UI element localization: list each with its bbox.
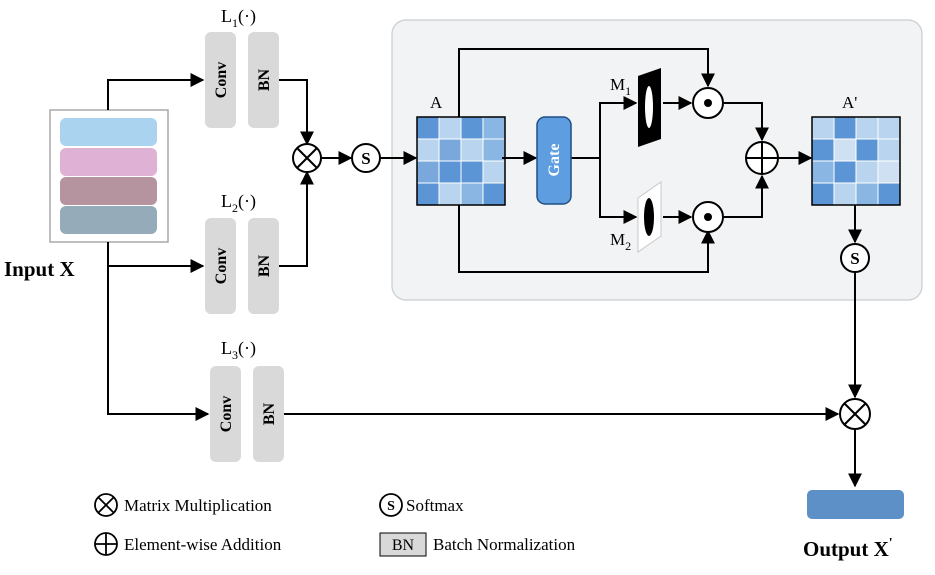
matrix-cell bbox=[811, 160, 835, 184]
matrix-cell bbox=[416, 182, 440, 206]
svg-text:Conv: Conv bbox=[218, 396, 235, 432]
matrix-cell bbox=[833, 138, 857, 162]
branch-1-bn-block: BN bbox=[248, 32, 279, 128]
matrix-border bbox=[416, 116, 506, 206]
matrix-cell bbox=[855, 182, 879, 206]
gate-block: Gate bbox=[536, 116, 572, 205]
legend-multiply-icon bbox=[94, 493, 118, 517]
elementwise-product-operator-bottom bbox=[692, 201, 724, 233]
branch-2-conv-block: Conv bbox=[205, 218, 236, 314]
module-connections bbox=[458, 48, 862, 488]
matrix-cell bbox=[416, 138, 440, 162]
matrix-cell bbox=[855, 160, 879, 184]
matrix-cell bbox=[482, 160, 506, 184]
output-tensor bbox=[807, 490, 904, 519]
input-tensor bbox=[49, 109, 169, 243]
input-connections bbox=[107, 73, 210, 421]
branch-1-label: L1(·) bbox=[221, 6, 256, 30]
matrix-cell bbox=[877, 182, 901, 206]
final-matrix-multiply-operator bbox=[839, 398, 871, 430]
matrix-cell bbox=[855, 138, 879, 162]
matrix-cell bbox=[438, 160, 462, 184]
matrix-cell bbox=[416, 116, 440, 140]
elementwise-product-operator-top bbox=[692, 87, 724, 119]
elementwise-add-operator bbox=[745, 141, 779, 175]
matrix-cell bbox=[833, 182, 857, 206]
matrix-cell bbox=[460, 138, 484, 162]
svg-text:BN: BN bbox=[256, 68, 273, 91]
mask-m1-label: M1 bbox=[610, 75, 631, 98]
input-stripe bbox=[60, 118, 157, 146]
svg-text:Gate: Gate bbox=[546, 144, 563, 177]
legend-softmax-icon: S bbox=[379, 493, 403, 517]
matrix-cell bbox=[811, 116, 835, 140]
mask-m2 bbox=[637, 181, 662, 253]
mask-m1 bbox=[638, 68, 661, 147]
svg-text:Conv: Conv bbox=[213, 248, 230, 284]
input-label: Input X bbox=[4, 257, 75, 281]
matrix-a-prime bbox=[811, 116, 901, 206]
softmax-operator-output: S bbox=[840, 243, 870, 273]
matrix-cell bbox=[460, 116, 484, 140]
legend: Matrix Multiplication S Softmax Element-… bbox=[94, 493, 576, 557]
svg-text:Conv: Conv bbox=[213, 62, 230, 98]
matrix-cell bbox=[811, 138, 835, 162]
branch-1-conv-block: Conv bbox=[205, 32, 236, 128]
matrix-cell bbox=[416, 160, 440, 184]
branch-merge-connections bbox=[279, 79, 840, 421]
matrix-cell bbox=[855, 116, 879, 140]
branch-2-bn-block: BN bbox=[248, 218, 279, 314]
legend-softmax-label: Softmax bbox=[406, 496, 464, 515]
input-stripe bbox=[60, 206, 157, 234]
legend-bn-icon: BN bbox=[379, 532, 427, 557]
matrix-a-label: A bbox=[430, 93, 443, 112]
matrix-multiply-operator bbox=[292, 143, 322, 173]
matrix-cell bbox=[833, 160, 857, 184]
matrix-cell bbox=[460, 182, 484, 206]
matrix-a-prime-label: A' bbox=[842, 93, 857, 112]
matrix-cell bbox=[482, 182, 506, 206]
branch-3-bn-block: BN bbox=[253, 366, 284, 462]
input-stripe bbox=[60, 148, 157, 176]
branch-3-label: L3(·) bbox=[221, 338, 256, 362]
matrix-cell bbox=[877, 138, 901, 162]
output-label: Output X' bbox=[803, 536, 893, 561]
input-stripe bbox=[60, 177, 157, 205]
matrix-cell bbox=[438, 116, 462, 140]
matrix-cell bbox=[877, 116, 901, 140]
svg-text:S: S bbox=[387, 499, 395, 514]
matrix-cell bbox=[438, 138, 462, 162]
branch-2-label: L2(·) bbox=[221, 191, 256, 215]
legend-add-label: Element-wise Addition bbox=[124, 535, 282, 554]
legend-multiply-label: Matrix Multiplication bbox=[124, 496, 272, 515]
matrix-cell bbox=[833, 116, 857, 140]
attention-module-panel bbox=[391, 19, 923, 301]
matrix-a bbox=[416, 116, 506, 206]
legend-add-icon bbox=[94, 532, 118, 556]
matrix-cell bbox=[460, 160, 484, 184]
svg-text:S: S bbox=[850, 249, 859, 268]
branch-3-conv-block: Conv bbox=[210, 366, 241, 462]
matrix-cell bbox=[877, 160, 901, 184]
matrix-cell bbox=[438, 182, 462, 206]
matrix-cell bbox=[482, 138, 506, 162]
legend-bn-label: Batch Normalization bbox=[433, 535, 576, 554]
matrix-cell bbox=[482, 116, 506, 140]
matrix-cell bbox=[811, 182, 835, 206]
svg-text:BN: BN bbox=[392, 537, 415, 554]
svg-text:BN: BN bbox=[261, 402, 278, 425]
matrix-border bbox=[811, 116, 901, 206]
mask-m2-label: M2 bbox=[610, 230, 631, 253]
svg-text:S: S bbox=[361, 149, 370, 168]
svg-text:BN: BN bbox=[256, 254, 273, 277]
softmax-operator: S bbox=[351, 143, 381, 173]
